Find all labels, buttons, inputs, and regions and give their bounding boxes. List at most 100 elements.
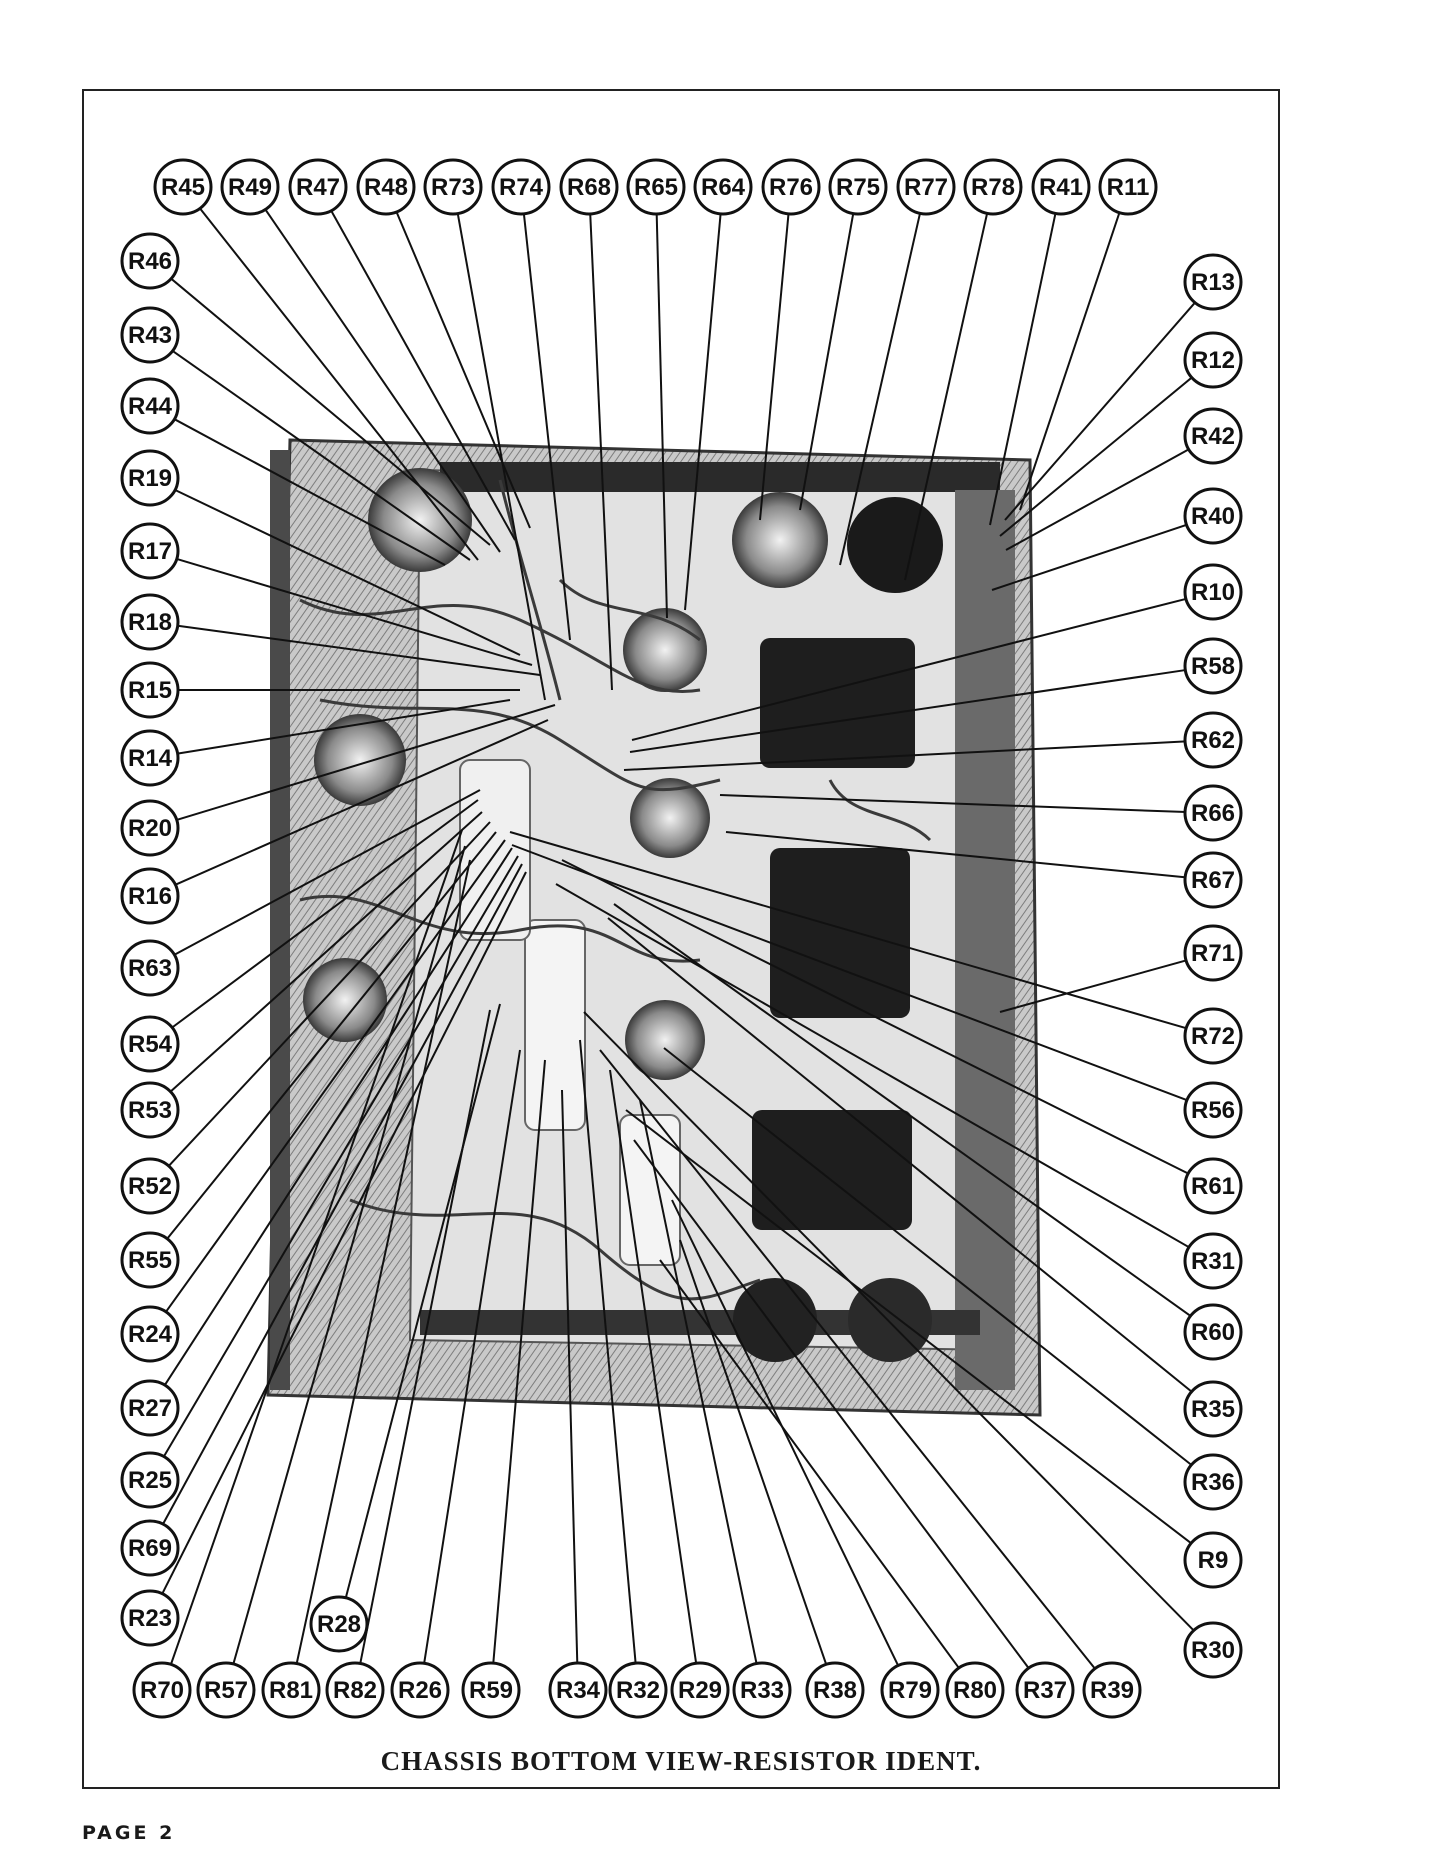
leader-line-r64 [684, 213, 722, 611]
callout-circle [1183, 784, 1243, 842]
page-number: PAGE 2 [82, 1822, 176, 1844]
callout-circle [1183, 1157, 1243, 1215]
callout-circle [608, 1661, 668, 1719]
callout-r41: R41 [1031, 158, 1091, 216]
callout-circle [220, 158, 280, 216]
callout-r32: R32 [608, 1661, 668, 1719]
leader-line-r23 [161, 871, 527, 1595]
leader-lines [161, 207, 1196, 1670]
callout-r46: R46 [120, 232, 180, 290]
callout-label: R65 [634, 174, 678, 201]
callout-r60: R60 [1183, 1303, 1243, 1361]
callout-label: R54 [128, 1031, 173, 1058]
callout-circle [1183, 487, 1243, 545]
leader-line-r14 [176, 699, 511, 755]
leader-line-r79 [671, 1199, 900, 1667]
callout-r77: R77 [896, 158, 956, 216]
callout-r34: R34 [548, 1661, 608, 1719]
callout-circle [1183, 711, 1243, 769]
callout-label: R11 [1107, 174, 1150, 201]
leader-line-r49 [264, 208, 501, 553]
callout-r18: R18 [120, 593, 180, 651]
callout-circle [423, 158, 483, 216]
callout-circle [732, 1661, 792, 1719]
leader-line-r63 [173, 789, 481, 957]
callout-circle [309, 1595, 369, 1653]
callout-label: R71 [1191, 940, 1235, 967]
callout-label: R17 [128, 538, 172, 565]
capacitor-2 [619, 1114, 681, 1266]
callout-r55: R55 [120, 1231, 180, 1289]
callout-circle [120, 522, 180, 580]
callout-label: R80 [953, 1677, 997, 1704]
leader-line-r32 [579, 1039, 637, 1664]
callout-r12: R12 [1183, 331, 1243, 389]
callout-circle [1098, 158, 1158, 216]
leader-line-r39 [599, 1049, 1096, 1670]
callout-r44: R44 [120, 377, 180, 435]
callout-label: R25 [128, 1467, 172, 1494]
leader-line-r41 [989, 213, 1057, 526]
callout-circle [896, 158, 956, 216]
callout-r40: R40 [1183, 487, 1243, 545]
leader-line-r60 [613, 903, 1192, 1318]
callout-label: R60 [1191, 1319, 1235, 1346]
leader-line-r72 [509, 831, 1188, 1030]
callout-label: R64 [701, 174, 746, 201]
leader-line-r13 [1004, 301, 1196, 521]
callout-circle [288, 158, 348, 216]
callout-r71: R71 [1183, 924, 1243, 982]
leader-line-r17 [175, 557, 533, 666]
callout-circle [120, 1081, 180, 1139]
callout-label: R46 [128, 248, 172, 275]
callout-label: R28 [317, 1611, 361, 1638]
chassis-photo [266, 438, 1042, 1417]
callout-r80: R80 [945, 1661, 1005, 1719]
tube-socket-5 [625, 1000, 705, 1080]
callout-circle [1183, 851, 1243, 909]
callout-r19: R19 [120, 449, 180, 507]
leader-line-r19 [173, 488, 521, 656]
callout-r48: R48 [356, 158, 416, 216]
output-transformer [770, 848, 910, 1018]
leader-line-r29 [609, 1069, 698, 1664]
callout-circle [1183, 1453, 1243, 1511]
callout-label: R23 [128, 1605, 172, 1632]
leader-line-r67 [725, 831, 1187, 879]
right-terminal-strip [955, 490, 1015, 1390]
callout-r68: R68 [559, 158, 619, 216]
callout-circle [132, 1661, 192, 1719]
callout-r64: R64 [693, 158, 753, 216]
callout-r72: R72 [1183, 1007, 1243, 1065]
callout-r17: R17 [120, 522, 180, 580]
callout-label: R41 [1039, 174, 1083, 201]
callout-label: R32 [616, 1677, 660, 1704]
callout-circle [693, 158, 753, 216]
callout-circle [261, 1661, 321, 1719]
callout-r66: R66 [1183, 784, 1243, 842]
callout-circle [1183, 331, 1243, 389]
leader-line-r25 [162, 855, 519, 1458]
callout-circle [120, 1379, 180, 1437]
callout-circle [153, 158, 213, 216]
leader-line-r53 [169, 811, 483, 1093]
callout-circle [120, 306, 180, 364]
callout-label: R55 [128, 1247, 172, 1274]
callout-label: R43 [128, 322, 172, 349]
leader-line-r9 [625, 1109, 1193, 1545]
callout-r47: R47 [288, 158, 348, 216]
leader-line-r58 [629, 668, 1187, 753]
callout-label: R19 [128, 465, 172, 492]
leader-line-r26 [423, 1049, 521, 1664]
capacitor-1 [524, 919, 586, 1131]
callout-label: R35 [1191, 1396, 1235, 1423]
callout-circle [120, 799, 180, 857]
callout-r13: R13 [1183, 253, 1243, 311]
callout-r39: R39 [1082, 1661, 1142, 1719]
callout-label: R33 [740, 1677, 784, 1704]
callout-label: R34 [556, 1677, 601, 1704]
callout-r43: R43 [120, 306, 180, 364]
capacitor-3 [459, 759, 531, 941]
callout-circle [1183, 1007, 1243, 1065]
callout-label: R66 [1191, 800, 1235, 827]
